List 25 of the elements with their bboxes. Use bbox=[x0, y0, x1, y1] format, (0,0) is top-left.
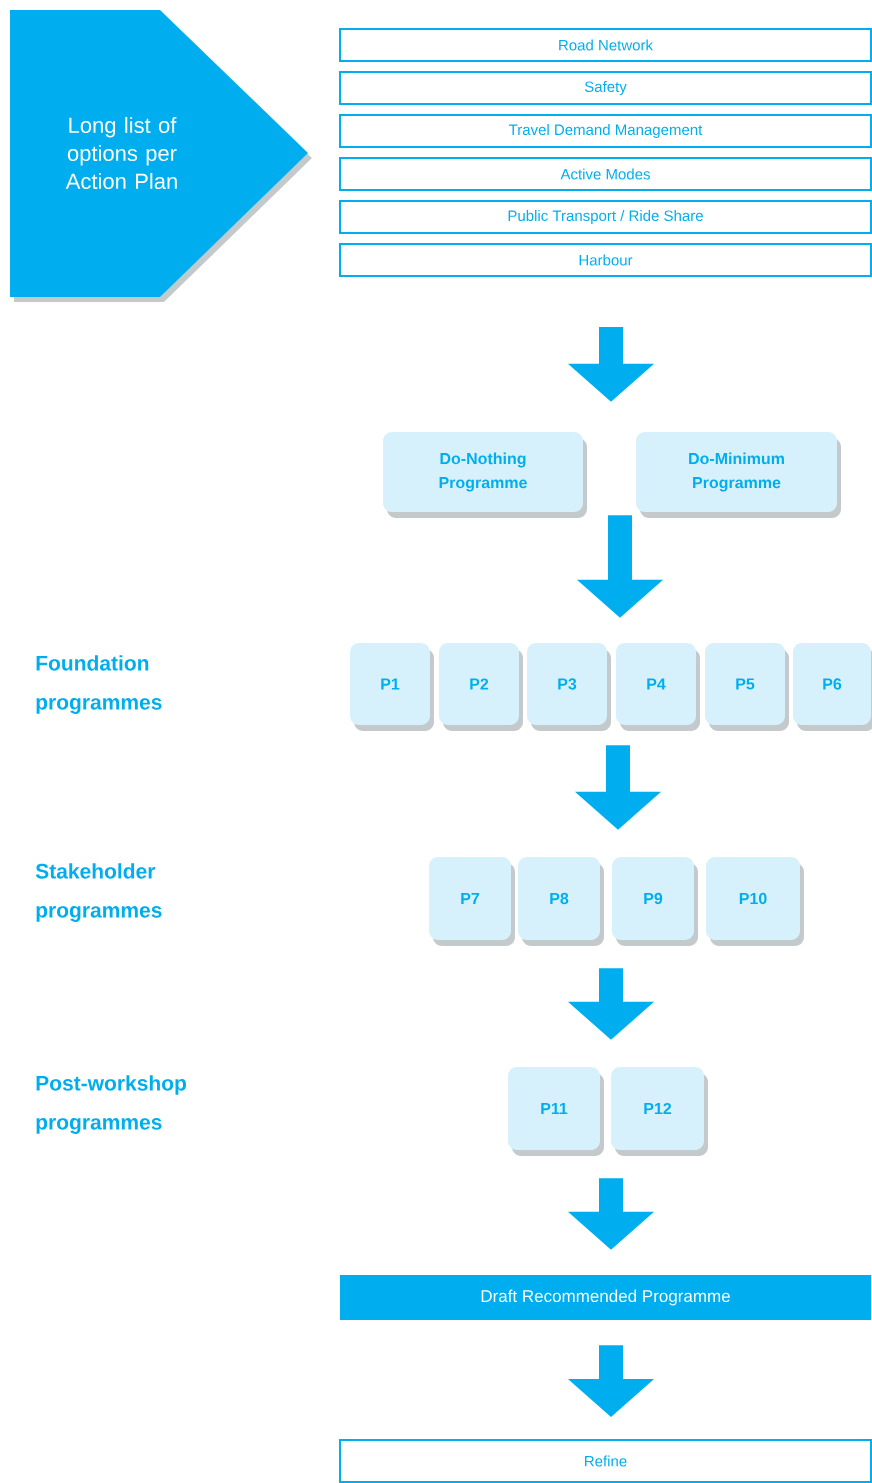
programme-box: P2 bbox=[439, 643, 523, 731]
programme-box: P5 bbox=[705, 643, 789, 731]
programme-box: P1 bbox=[350, 643, 434, 731]
row-heading: Post-workshop programmes bbox=[36, 1075, 186, 1134]
programme-bar: Draft Recommended Programme bbox=[340, 1275, 871, 1320]
programme-box: P9 bbox=[612, 857, 698, 946]
programme-box: P8 bbox=[518, 857, 604, 946]
row-heading: Foundation programmes bbox=[36, 655, 162, 714]
category-box: Road Network bbox=[339, 28, 872, 62]
programme-box: Do-Minimum Programme bbox=[636, 432, 841, 518]
programme-box: P4 bbox=[616, 643, 700, 731]
programme-box: P6 bbox=[793, 643, 872, 731]
programme-box: P3 bbox=[527, 643, 611, 731]
category-box: Public Transport / Ride Share bbox=[339, 200, 872, 234]
category-box: Safety bbox=[339, 71, 872, 105]
category-box: Refine bbox=[339, 1439, 872, 1483]
category-box: Active Modes bbox=[339, 157, 872, 191]
category-box: Travel Demand Management bbox=[339, 114, 872, 148]
row-heading: Stakeholder programmes bbox=[35, 863, 162, 922]
programme-box: P12 bbox=[611, 1067, 708, 1156]
category-box: Harbour bbox=[339, 243, 872, 277]
programme-box: P11 bbox=[508, 1067, 604, 1156]
programme-box: Do-Nothing Programme bbox=[383, 432, 587, 518]
programme-box: P7 bbox=[429, 857, 515, 946]
programme-box: P10 bbox=[706, 857, 804, 946]
